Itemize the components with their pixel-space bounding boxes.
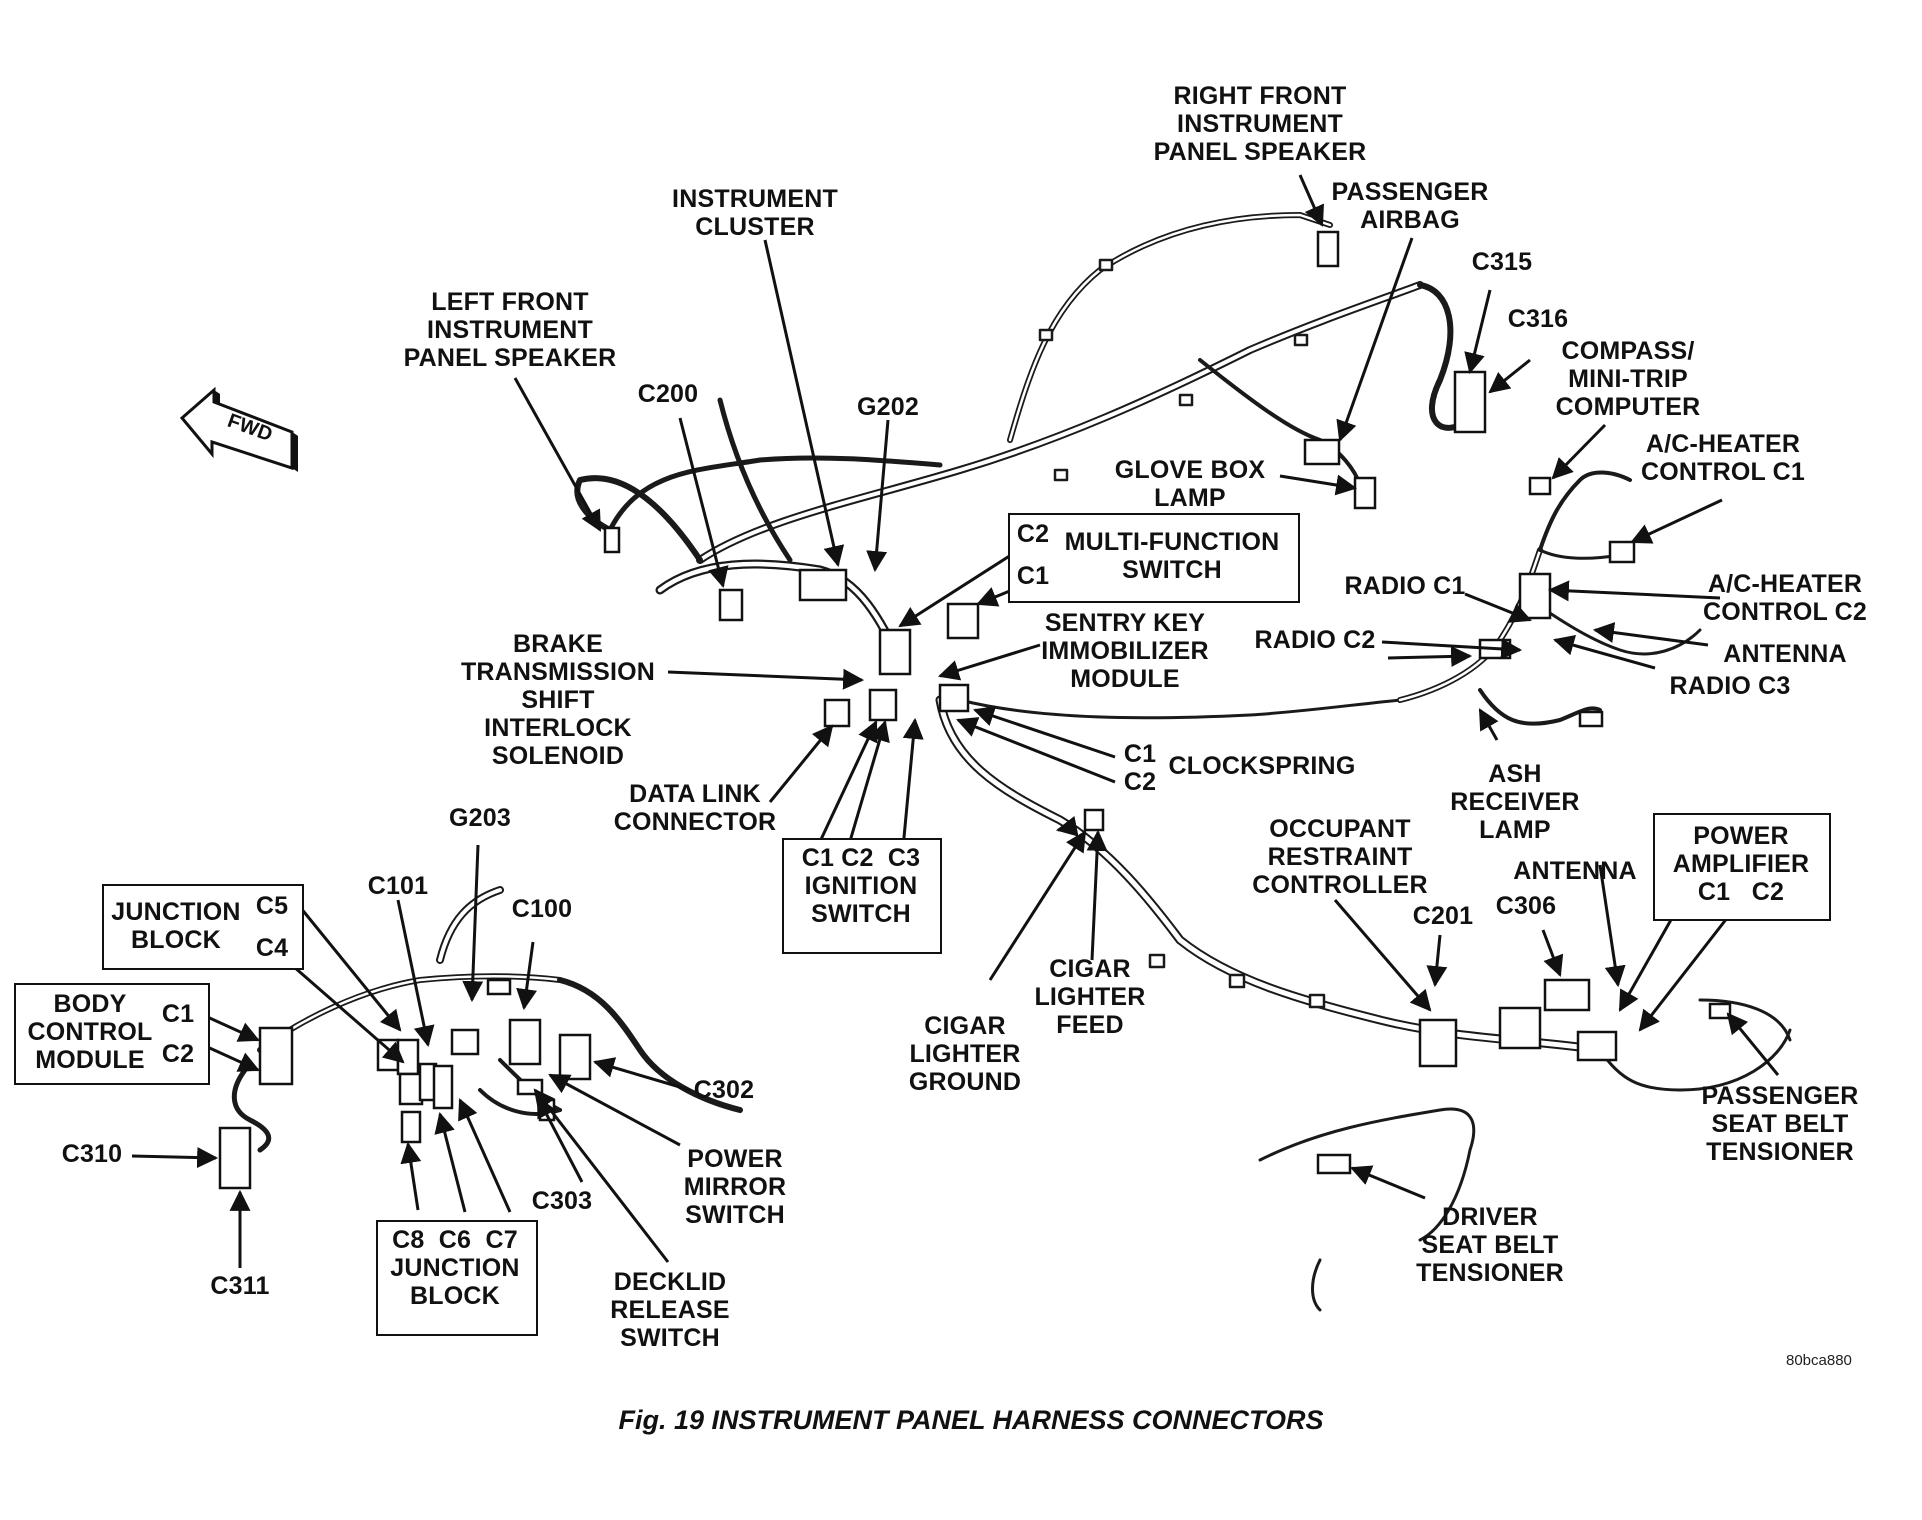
label-passenger-airbag: PASSENGER AIRBAG (1331, 178, 1489, 234)
label-body-control-module: BODY CONTROL MODULE (27, 990, 153, 1074)
label-cigar-lighter-ground: CIGAR LIGHTER GROUND (908, 1012, 1022, 1096)
label-c310: C310 (61, 1140, 123, 1168)
label-power-amplifier: POWER AMPLIFIER C1 C2 (1672, 822, 1810, 906)
label-radio-c2: RADIO C2 (1254, 626, 1376, 654)
figure-caption: Fig. 19 INSTRUMENT PANEL HARNESS CONNECT… (618, 1405, 1324, 1435)
label-instrument-cluster: INSTRUMENT CLUSTER (672, 185, 838, 241)
label-jb-c5: C5 (255, 892, 289, 920)
label-sentry-key: SENTRY KEY IMMOBILIZER MODULE (1041, 609, 1209, 693)
label-g202: G202 (857, 393, 919, 421)
label-mfs-c1: C1 (1016, 562, 1050, 590)
label-multi-function-switch: MULTI-FUNCTION SWITCH (1064, 528, 1280, 584)
label-power-mirror-switch: POWER MIRROR SWITCH (683, 1145, 787, 1229)
label-decklid-release: DECKLID RELEASE SWITCH (610, 1268, 730, 1352)
label-c200: C200 (637, 380, 699, 408)
label-c302: C302 (693, 1076, 755, 1104)
label-antenna-lower: ANTENNA (1513, 857, 1637, 885)
ignition-switch-box (782, 838, 942, 954)
label-c303: C303 (531, 1187, 593, 1215)
label-left-front-speaker: LEFT FRONT INSTRUMENT PANEL SPEAKER (403, 288, 617, 372)
label-c316: C316 (1507, 305, 1569, 333)
label-cs-c1: C1 (1123, 740, 1157, 768)
label-right-front-speaker: RIGHT FRONT INSTRUMENT PANEL SPEAKER (1153, 82, 1367, 166)
label-junction-block-bottom: C8 C6 C7 JUNCTION BLOCK (390, 1226, 520, 1310)
label-clockspring: CLOCKSPRING (1168, 752, 1356, 780)
label-antenna-right: ANTENNA (1723, 640, 1847, 668)
label-bcm-c2: C2 (161, 1040, 195, 1068)
junction-block-top-box (102, 884, 304, 970)
body-control-module-box (14, 983, 210, 1085)
junction-block-bottom-box (376, 1220, 538, 1336)
label-c311: C311 (210, 1272, 270, 1300)
label-compass-mini-trip: COMPASS/ MINI-TRIP COMPUTER (1555, 337, 1701, 421)
image-code: 80bca880 (1786, 1352, 1852, 1369)
multi-function-switch-box (1008, 513, 1300, 603)
label-g203: G203 (449, 804, 511, 832)
label-ignition-switch: C1 C2 C3 IGNITION SWITCH (801, 844, 921, 928)
label-bcm-c1: C1 (161, 1000, 195, 1028)
leader-lines (131, 174, 1780, 1268)
label-radio-c1: RADIO C1 (1344, 572, 1466, 600)
label-cigar-lighter-feed: CIGAR LIGHTER FEED (1034, 955, 1146, 1039)
label-passenger-seat-belt: PASSENGER SEAT BELT TENSIONER (1701, 1082, 1859, 1166)
fwd-arrow-icon (179, 386, 298, 472)
label-occupant-restraint: OCCUPANT RESTRAINT CONTROLLER (1252, 815, 1428, 899)
label-jb-c4: C4 (255, 934, 289, 962)
label-junction-block-top: JUNCTION BLOCK (111, 898, 241, 954)
label-data-link-connector: DATA LINK CONNECTOR (613, 780, 777, 836)
label-mfs-c2: C2 (1016, 520, 1050, 548)
label-c201: C201 (1412, 902, 1474, 930)
label-radio-c3: RADIO C3 (1669, 672, 1791, 700)
label-c100: C100 (511, 895, 573, 923)
label-ac-heater-c1: A/C-HEATER CONTROL C1 (1640, 430, 1806, 486)
label-brake-shift-interlock: BRAKE TRANSMISSION SHIFT INTERLOCK SOLEN… (460, 630, 656, 770)
label-c306: C306 (1495, 892, 1557, 920)
label-glove-box-lamp: GLOVE BOX LAMP (1114, 456, 1266, 512)
label-ac-heater-c2: A/C-HEATER CONTROL C2 (1702, 570, 1868, 626)
power-amplifier-box (1653, 813, 1831, 921)
label-c101: C101 (367, 872, 429, 900)
label-cs-c2: C2 (1123, 768, 1157, 796)
label-c315: C315 (1471, 248, 1533, 276)
label-ash-receiver-lamp: ASH RECEIVER LAMP (1450, 760, 1580, 844)
label-driver-seat-belt: DRIVER SEAT BELT TENSIONER (1416, 1203, 1564, 1287)
